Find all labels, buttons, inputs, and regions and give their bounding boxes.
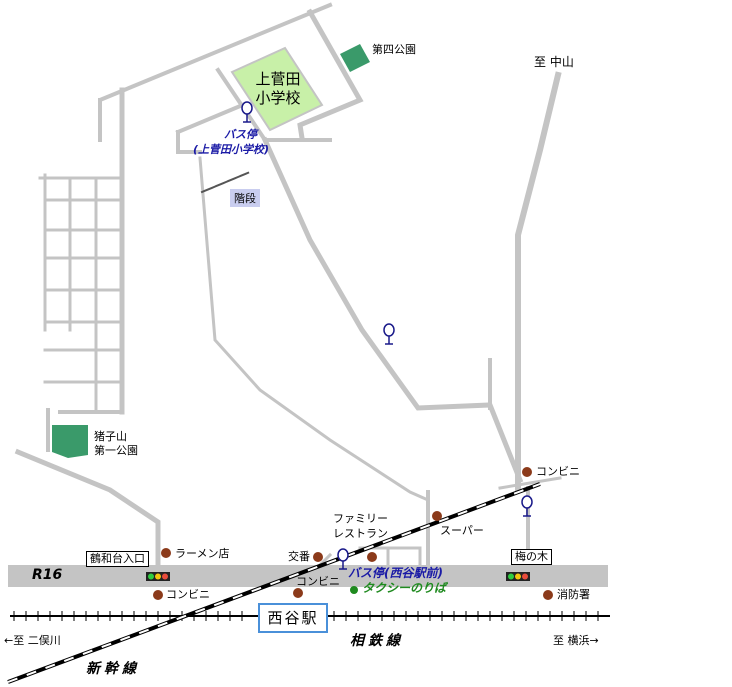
daiyon-park xyxy=(340,44,370,72)
poi-dot-icon xyxy=(153,590,163,600)
to-nakayama-label: 至 中山 xyxy=(534,55,574,69)
daiyon-park-label: 第四公園 xyxy=(372,43,416,56)
school-name-line2: 小学校 xyxy=(255,89,301,107)
bus-stop-icon xyxy=(337,548,349,570)
sotetsu-line-label: 相鉄線 xyxy=(350,633,404,649)
bus-stop-station-label: バス停(西谷駅前) xyxy=(348,566,443,580)
ramen-label: ラーメン店 xyxy=(175,547,230,560)
taxi-dot-icon xyxy=(350,586,358,594)
inokoyama-park-label-2: 第一公園 xyxy=(94,444,138,457)
to-yokohama-label: 至 横浜→ xyxy=(553,634,599,647)
poi-dot-icon xyxy=(293,588,303,598)
poi-dot-icon xyxy=(543,590,553,600)
road-nakayama xyxy=(515,71,562,493)
stairs-label: 階段 xyxy=(230,189,260,207)
convenience-center-label: コンビニ xyxy=(296,575,340,588)
fire-station-label: 消防署 xyxy=(557,588,590,601)
r16-label: R16 xyxy=(32,567,63,583)
school-name-line1: 上菅田 xyxy=(255,70,301,88)
kenwadai-entrance-sign: 鶴和台入口 xyxy=(86,551,149,567)
bus-stop-icon xyxy=(241,101,253,123)
umenoki-sign: 梅の木 xyxy=(511,549,552,565)
road-kenwadai xyxy=(14,448,161,569)
convenience-ne-label: コンビニ xyxy=(536,465,580,478)
traffic-light-icon xyxy=(146,572,170,581)
road-west-diagonal xyxy=(198,156,430,502)
poi-dot-icon xyxy=(367,552,377,562)
bus-stop-school-label-2: (上菅田小学校) xyxy=(193,143,270,156)
roads xyxy=(8,2,608,587)
poi-dots xyxy=(153,467,553,600)
bus-stop-icon xyxy=(521,495,533,517)
nishiya-station: 西谷駅 xyxy=(258,603,328,633)
r16-road xyxy=(8,565,608,587)
road-diagonal xyxy=(261,136,524,484)
to-futamatagawa-label: ←至 二俣川 xyxy=(4,634,61,647)
taxi-label: タクシーのりば xyxy=(362,581,447,595)
inokoyama-park-label-1: 猪子山 xyxy=(94,430,127,443)
supermarket-label: スーパー xyxy=(440,524,484,537)
poi-dot-icon xyxy=(432,511,442,521)
family-restaurant-label-2: レストラン xyxy=(333,527,388,540)
kamisugeta-school-label: 上菅田 小学校 xyxy=(248,70,308,108)
poi-dot-icon xyxy=(313,552,323,562)
poi-dot-icon xyxy=(522,467,532,477)
koban-label: 交番 xyxy=(288,550,310,563)
bus-stop-icons xyxy=(241,101,533,570)
bus-stop-icon xyxy=(383,323,395,345)
poi-dot-icon xyxy=(161,548,171,558)
family-restaurant-label-1: ファミリー xyxy=(333,512,388,525)
traffic-light-icon xyxy=(506,572,530,581)
shinkansen-label: 新幹線 xyxy=(86,661,140,677)
school-ground xyxy=(230,46,324,132)
bus-stop-school-label-1: バス停 xyxy=(224,128,257,141)
convenience-sw-label: コンビニ xyxy=(166,588,210,601)
inokoyama-park xyxy=(52,425,88,458)
